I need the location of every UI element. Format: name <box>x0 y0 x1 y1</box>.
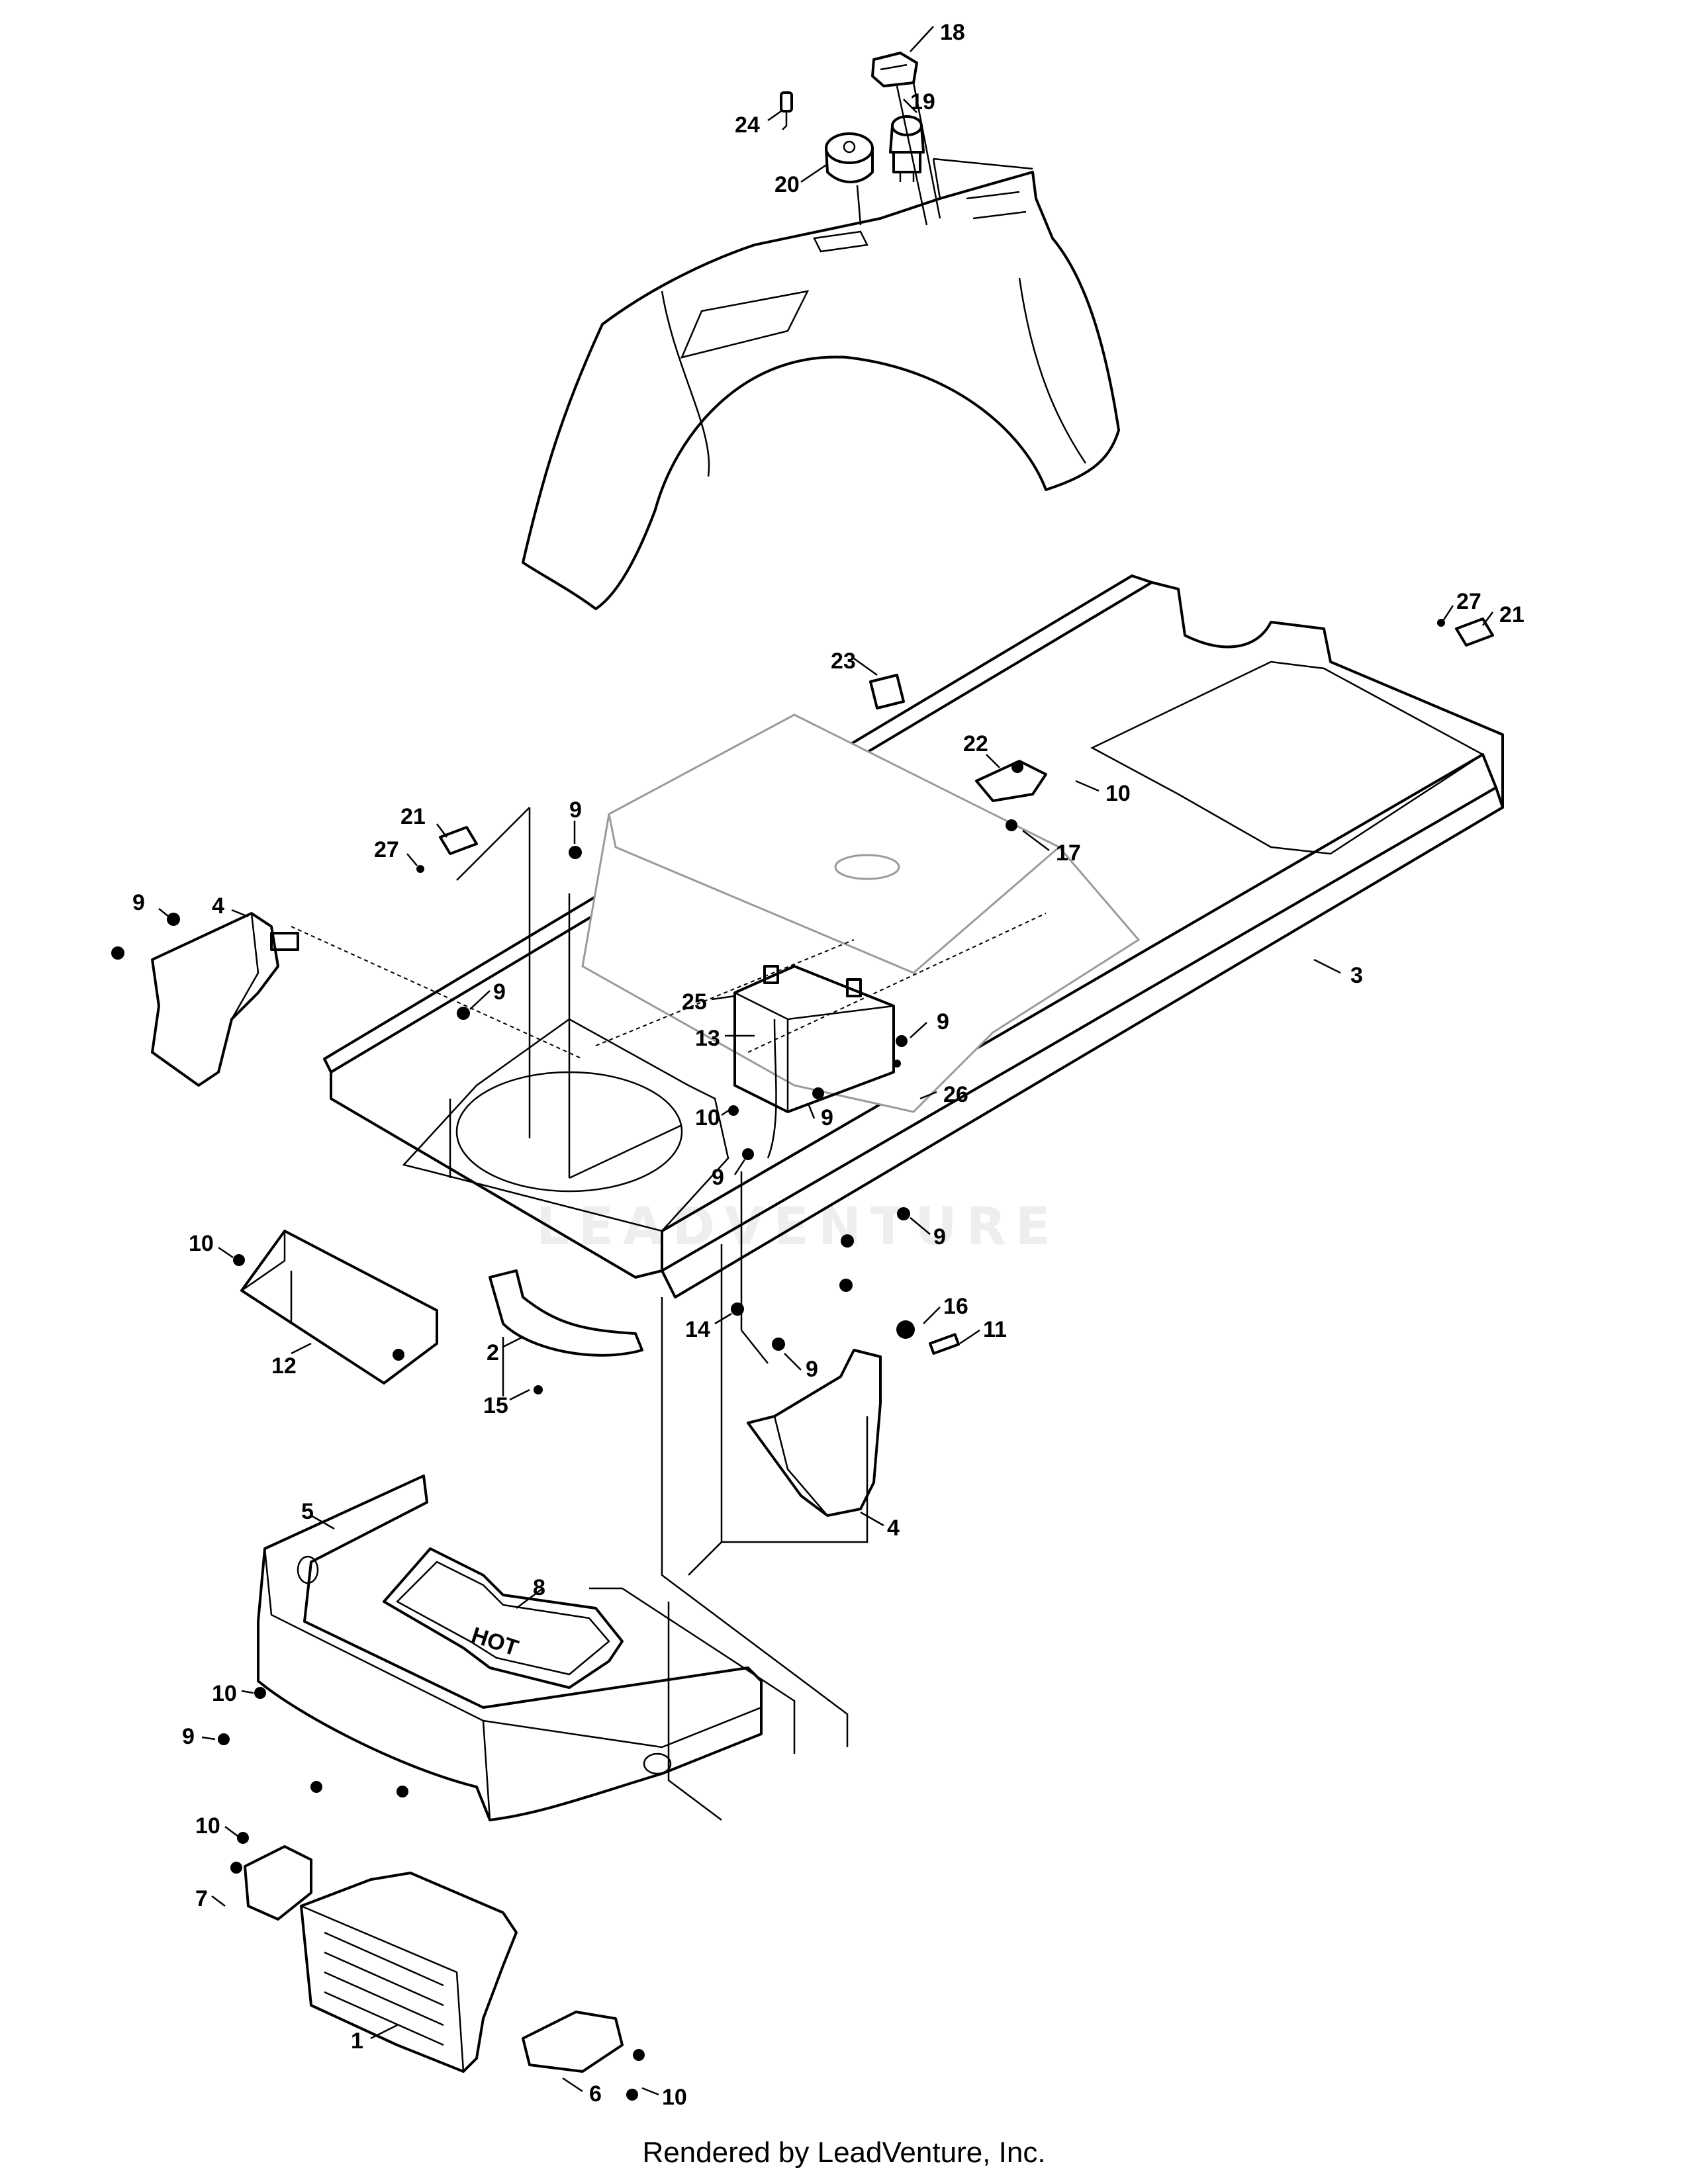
ignition-switch <box>825 132 874 183</box>
callout-9: 9 <box>132 890 145 915</box>
fender-body <box>522 158 1120 610</box>
watermark: LEADVENTURE <box>536 1197 1060 1257</box>
callout-6: 6 <box>589 2081 602 2107</box>
callout-10: 10 <box>695 1105 720 1130</box>
front-cover-plate <box>240 1230 438 1385</box>
pto-switch <box>889 115 925 182</box>
callout-13: 13 <box>695 1026 720 1051</box>
callout-1: 1 <box>351 2028 363 2054</box>
callout-12: 12 <box>271 1353 297 1379</box>
callout-2: 2 <box>487 1340 499 1365</box>
mount-lines <box>856 82 941 226</box>
callout-25: 25 <box>682 989 707 1015</box>
callout-10: 10 <box>212 1681 237 1706</box>
callout-labels: 18 19 24 20 27 21 23 22 10 17 21 27 9 9 … <box>132 20 1524 2110</box>
support-bracket <box>489 1269 643 1357</box>
callout-24: 24 <box>735 113 760 138</box>
grille-bracket-left <box>244 1845 312 1921</box>
main-frame <box>323 574 1504 1298</box>
callout-22: 22 <box>963 731 988 756</box>
callout-15: 15 <box>483 1393 508 1418</box>
heat-shield: HOT <box>383 1547 624 1689</box>
callout-27: 27 <box>374 837 399 862</box>
callout-9: 9 <box>182 1724 195 1749</box>
key <box>780 91 793 130</box>
callout-10: 10 <box>195 1813 220 1839</box>
grille-bracket-right <box>522 2011 624 2073</box>
callout-9: 9 <box>806 1357 818 1382</box>
callout-26: 26 <box>943 1082 968 1107</box>
switch-left <box>439 826 478 855</box>
callout-9: 9 <box>493 979 506 1005</box>
callout-18: 18 <box>940 20 965 45</box>
callout-9: 9 <box>933 1224 946 1250</box>
callout-20: 20 <box>774 172 800 197</box>
callout-14: 14 <box>685 1317 710 1342</box>
callout-11: 11 <box>983 1317 1007 1342</box>
callout-21: 21 <box>400 804 426 829</box>
render-credit: Rendered by LeadVenture, Inc. <box>642 2136 1046 2169</box>
callout-10: 10 <box>1105 781 1131 806</box>
callout-9: 9 <box>569 797 582 823</box>
callout-19: 19 <box>910 89 935 114</box>
indicator-switch <box>871 52 918 87</box>
callout-17: 17 <box>1056 841 1081 866</box>
callout-21: 21 <box>1499 602 1524 627</box>
front-bumper <box>257 1475 763 1821</box>
callout-5: 5 <box>301 1499 314 1524</box>
leader-lines <box>158 26 1493 2096</box>
callout-27: 27 <box>1456 589 1481 614</box>
decal-text: HOT <box>469 1622 522 1661</box>
seat-switch <box>869 674 905 709</box>
callout-9: 9 <box>937 1009 949 1034</box>
assembly-lines <box>290 807 1047 1821</box>
callout-4: 4 <box>212 893 224 919</box>
bumper-hardware <box>218 1687 645 2101</box>
grille <box>300 1872 518 2073</box>
bracket-right <box>747 1349 882 1517</box>
switch-right <box>1455 617 1494 647</box>
callout-9: 9 <box>712 1165 724 1190</box>
callout-8: 8 <box>533 1575 545 1600</box>
callout-7: 7 <box>195 1886 208 1911</box>
callout-10: 10 <box>189 1231 214 1256</box>
callout-3: 3 <box>1350 963 1363 988</box>
bracket-left <box>151 912 299 1087</box>
callout-23: 23 <box>831 649 856 674</box>
hinge-bracket <box>975 760 1047 802</box>
callout-9: 9 <box>821 1105 833 1130</box>
callout-16: 16 <box>943 1294 968 1319</box>
callout-10: 10 <box>662 2085 687 2110</box>
callout-4: 4 <box>887 1516 900 1541</box>
